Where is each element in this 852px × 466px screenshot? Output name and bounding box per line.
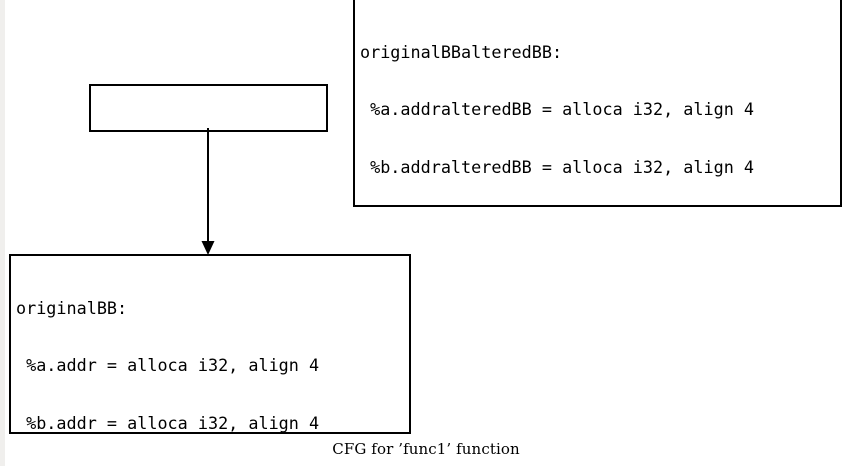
cfg-node-original-bb[interactable]: originalBB: %a.addr = alloca i32, align … [9,254,411,434]
cfg-node-entry[interactable]: entry: br label %originalBB [89,84,328,132]
bb-line: %a.addr = alloca i32, align 4 [16,355,320,376]
bb-line: %a.addralteredBB = alloca i32, align 4 [360,99,755,120]
figure-caption: CFG for ’func1’ function [332,440,520,458]
arrowhead-icon [201,241,215,255]
bb-line: originalBBalteredBB: [360,41,563,62]
bb-line: %b.addr = alloca i32, align 4 [16,413,320,434]
cfg-edge-entry-to-original-bb [201,128,215,255]
bb-line: entry: [96,128,321,130]
bb-line: originalBB: [16,297,128,318]
left-edge-strip [0,0,5,466]
bb-line: %b.addralteredBB = alloca i32, align 4 [360,157,755,178]
cfg-node-original-bb-altered-bb[interactable]: originalBBalteredBB: %a.addralteredBB = … [353,0,842,207]
